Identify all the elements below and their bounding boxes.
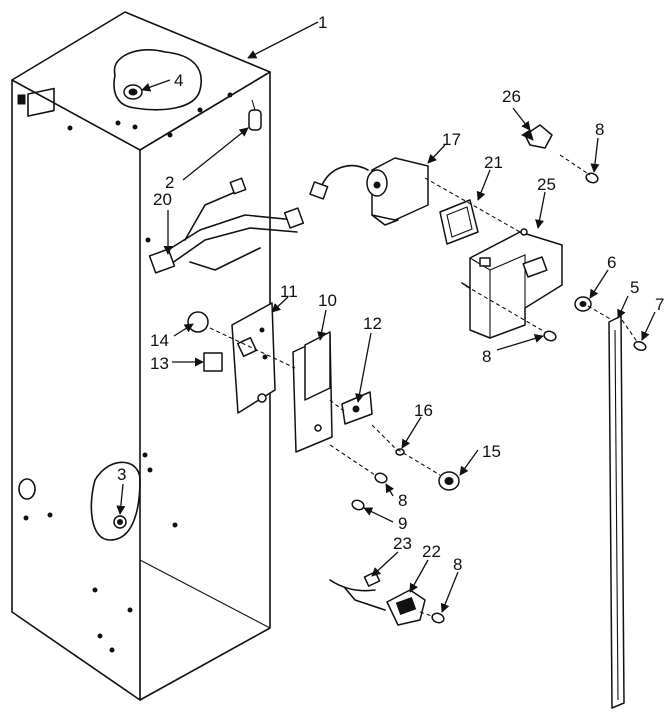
part-20-wire-harness — [148, 177, 305, 274]
part-8-screw-middle — [374, 472, 388, 484]
callout-2: 2 — [165, 173, 174, 192]
part-11-mounting-bracket — [231, 302, 276, 414]
part-2-plug — [248, 99, 262, 131]
callout-8-switch: 8 — [453, 555, 462, 574]
part-14-bushing — [187, 311, 209, 333]
callout-7: 7 — [655, 295, 664, 314]
part-13-insulator — [203, 352, 223, 372]
callout-8-middle: 8 — [398, 491, 407, 510]
leader-lines — [116, 21, 656, 613]
callout-21: 21 — [484, 153, 503, 172]
callout-8-cover: 8 — [482, 347, 491, 366]
part-12-plate — [341, 391, 373, 425]
callout-labels: 1 4 2 20 3 11 10 12 14 13 16 15 8 9 17 2… — [117, 13, 664, 574]
part-15-knob — [438, 471, 460, 491]
part-22-switch — [386, 589, 426, 626]
callout-5: 5 — [630, 278, 639, 297]
part-16-spacer — [395, 448, 405, 456]
callout-15: 15 — [482, 442, 501, 461]
callout-6: 6 — [607, 253, 616, 272]
part-10-switch-bracket — [292, 331, 333, 453]
part-17-control — [309, 157, 429, 226]
part-8-screw-switch — [431, 612, 445, 624]
part-6-nut — [574, 296, 592, 312]
callout-17: 17 — [442, 130, 461, 149]
callout-13: 13 — [150, 354, 169, 373]
callout-9: 9 — [398, 514, 407, 533]
part-23-wire-lead — [329, 571, 386, 611]
callout-11: 11 — [280, 282, 298, 301]
part-5-rail — [608, 315, 625, 709]
part-3-fastener — [113, 515, 127, 529]
callout-23: 23 — [393, 534, 412, 553]
part-21-gasket — [439, 199, 479, 245]
assembly-lines — [209, 154, 639, 617]
cabinet-housing — [11, 11, 271, 701]
part-4-grommet — [123, 84, 143, 100]
callout-1: 1 — [318, 13, 327, 32]
callout-3: 3 — [117, 465, 126, 484]
callout-8-clip: 8 — [595, 120, 604, 139]
callout-4: 4 — [174, 71, 183, 90]
callout-12: 12 — [363, 314, 382, 333]
part-9-screw — [351, 499, 365, 511]
callout-26: 26 — [502, 87, 521, 106]
part-8-screw-cover — [543, 330, 557, 342]
part-8-screw-clip — [585, 172, 599, 184]
callout-10: 10 — [318, 291, 337, 310]
part-26-clip — [520, 124, 553, 149]
callout-16: 16 — [414, 401, 433, 420]
callout-22: 22 — [422, 542, 441, 561]
callout-20: 20 — [153, 190, 172, 209]
part-25-cover — [461, 228, 563, 339]
callout-14: 14 — [150, 331, 169, 350]
part-7-screw — [633, 340, 647, 352]
callout-25: 25 — [537, 175, 556, 194]
